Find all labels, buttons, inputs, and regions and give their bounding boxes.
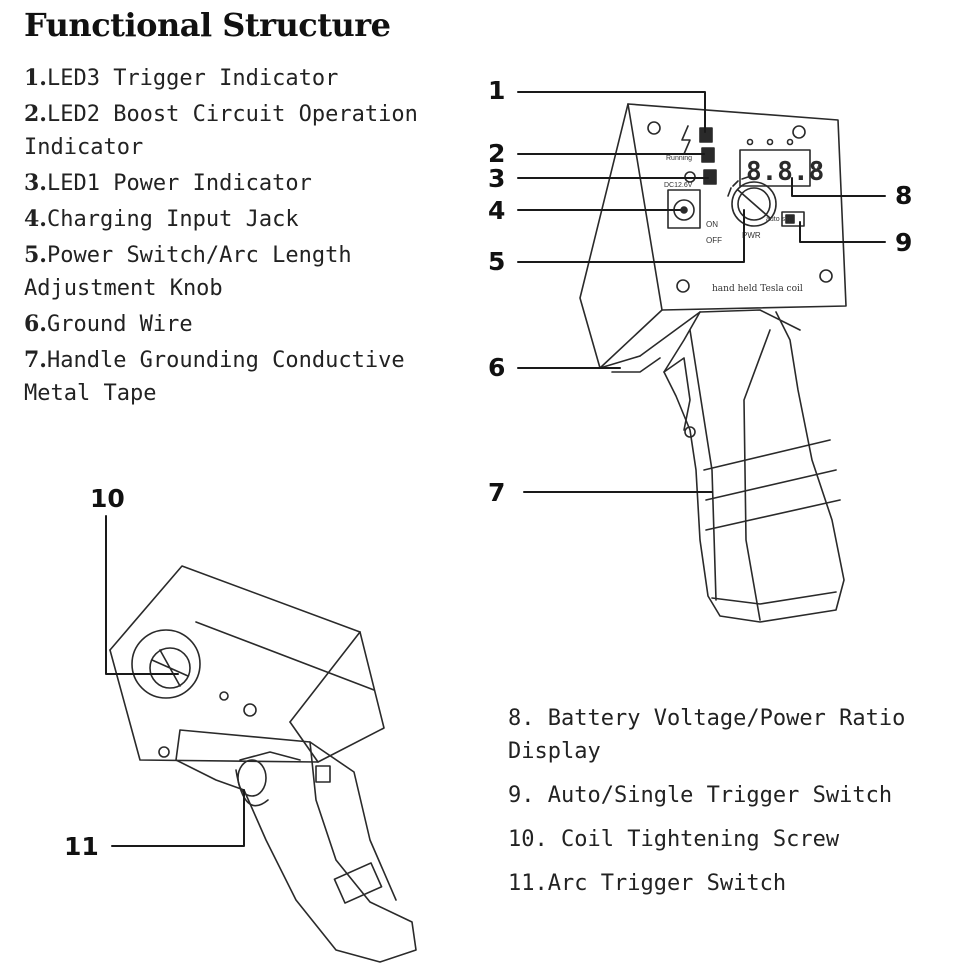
trigger-wire [235, 769, 269, 807]
device-front-view: Running 8.8.8 V DC12.6V ON OFF PWR [579, 103, 847, 623]
rear-box-top [109, 565, 361, 723]
callout-number-4: 4 [488, 196, 506, 225]
box-left-side [579, 103, 663, 369]
callout-line-9 [799, 221, 886, 243]
legend-item-9: 9. Auto/Single Trigger Switch [508, 783, 893, 808]
callout-number-1: 1 [488, 76, 506, 105]
callout-number-3: 3 [488, 164, 506, 193]
lightning-icon [681, 125, 691, 155]
handle-trigger-guard [663, 357, 691, 431]
handle-base-plate [711, 591, 837, 605]
box-screw-icon [219, 691, 229, 701]
legend-item-10: 10. Coil Tightening Screw [508, 827, 840, 852]
running-label: Running [666, 155, 692, 162]
handle-grip-front [689, 329, 717, 601]
voltage-display [739, 149, 811, 187]
corner-screw-icon [819, 269, 833, 283]
corner-screw-icon [676, 279, 690, 293]
handle-mount [639, 309, 801, 357]
corner-screw-icon [647, 121, 661, 135]
coil-ring-icon [131, 629, 201, 699]
page-title: Functional Structure [24, 6, 391, 44]
front-panel [627, 103, 847, 311]
legend-right: 8. Battery Voltage/Power Ratio Display 9… [508, 702, 958, 911]
callout-line-8 [791, 177, 886, 197]
arc-trigger-switch-icon[interactable] [237, 759, 267, 797]
callout-number-2: 2 [488, 139, 506, 168]
power-knob-inner [737, 187, 771, 221]
display-unit: V [812, 161, 820, 175]
handle-center-seam [743, 329, 771, 621]
conductive-tape-band [705, 469, 837, 501]
conductive-tape-band [703, 439, 831, 471]
coil-screw-slots [151, 649, 189, 687]
knob-pointer [737, 189, 771, 219]
pwr-label: PWR [742, 231, 761, 240]
trigger-guard [239, 751, 301, 761]
legend-item-11: 11.Arc Trigger Switch [508, 871, 787, 896]
ground-wire-clip [611, 357, 661, 373]
rear-handle-button [315, 765, 331, 783]
callout-line-10 [105, 515, 179, 675]
rear-box-left-face [109, 649, 319, 763]
jack-label: DC12.6V [664, 182, 693, 189]
box-bottom-edge [599, 355, 641, 369]
display-scale-dot [786, 138, 794, 146]
callout-number-8: 8 [895, 181, 913, 210]
knob-scale-ticks [727, 176, 749, 197]
legend-item-7: 7.Handle Grounding Conductive Metal Tape [24, 347, 405, 406]
handle-outline [663, 311, 845, 623]
callout-line-11 [111, 789, 245, 847]
rear-box-seam [195, 621, 375, 691]
legend-item-6: 6.Ground Wire [24, 311, 193, 337]
on-label: ON [706, 220, 718, 229]
off-label: OFF [706, 236, 722, 245]
box-screw-icon [158, 746, 170, 758]
trigger-mode-switch[interactable] [781, 211, 805, 227]
legend-item-2: 2.LED2 Boost Circuit Operation Indicator [24, 101, 418, 160]
box-screw-icon [243, 703, 257, 717]
callout-lines-lower [105, 515, 245, 847]
corner-screw-icon [792, 125, 806, 139]
callout-line-5 [517, 209, 745, 263]
power-knob-icon[interactable] [731, 181, 777, 227]
rear-handle-outline [175, 729, 417, 963]
callout-lines-upper [517, 91, 886, 493]
rear-handle-plate [333, 862, 383, 904]
handle-screw-icon [684, 426, 696, 438]
callout-number-7: 7 [488, 478, 506, 507]
display-scale-dot [746, 138, 754, 146]
legend-item-5: 5.Power Switch/Arc Length Adjustment Kno… [24, 242, 352, 301]
coil-tightening-screw-icon[interactable] [149, 647, 191, 689]
rear-handle-side [309, 741, 397, 901]
legend-item-1: 1.LED3 Trigger Indicator [24, 65, 339, 91]
legend-item-4: 4.Charging Input Jack [24, 206, 299, 232]
conductive-tape-band [705, 499, 841, 531]
device-rear-view [109, 565, 417, 963]
legend-item-8: 8. Battery Voltage/Power Ratio Display [508, 706, 906, 764]
callout-number-9: 9 [895, 228, 913, 257]
callout-number-10: 10 [90, 484, 125, 513]
display-scale-dot [766, 138, 774, 146]
legend-left: 1.LED3 Trigger Indicator 2.LED2 Boost Ci… [24, 62, 474, 413]
rear-box-right [289, 631, 385, 763]
brand-label: hand held Tesla coil [712, 284, 803, 294]
charging-jack-pin [680, 206, 688, 214]
callout-number-11: 11 [64, 832, 99, 861]
callout-line-1 [517, 91, 706, 133]
callout-number-5: 5 [488, 247, 506, 276]
auto-sig-label: auto sig [766, 216, 791, 223]
legend-item-3: 3.LED1 Power Indicator [24, 170, 312, 196]
trigger-mode-slider [785, 214, 795, 224]
callout-number-6: 6 [488, 353, 506, 382]
